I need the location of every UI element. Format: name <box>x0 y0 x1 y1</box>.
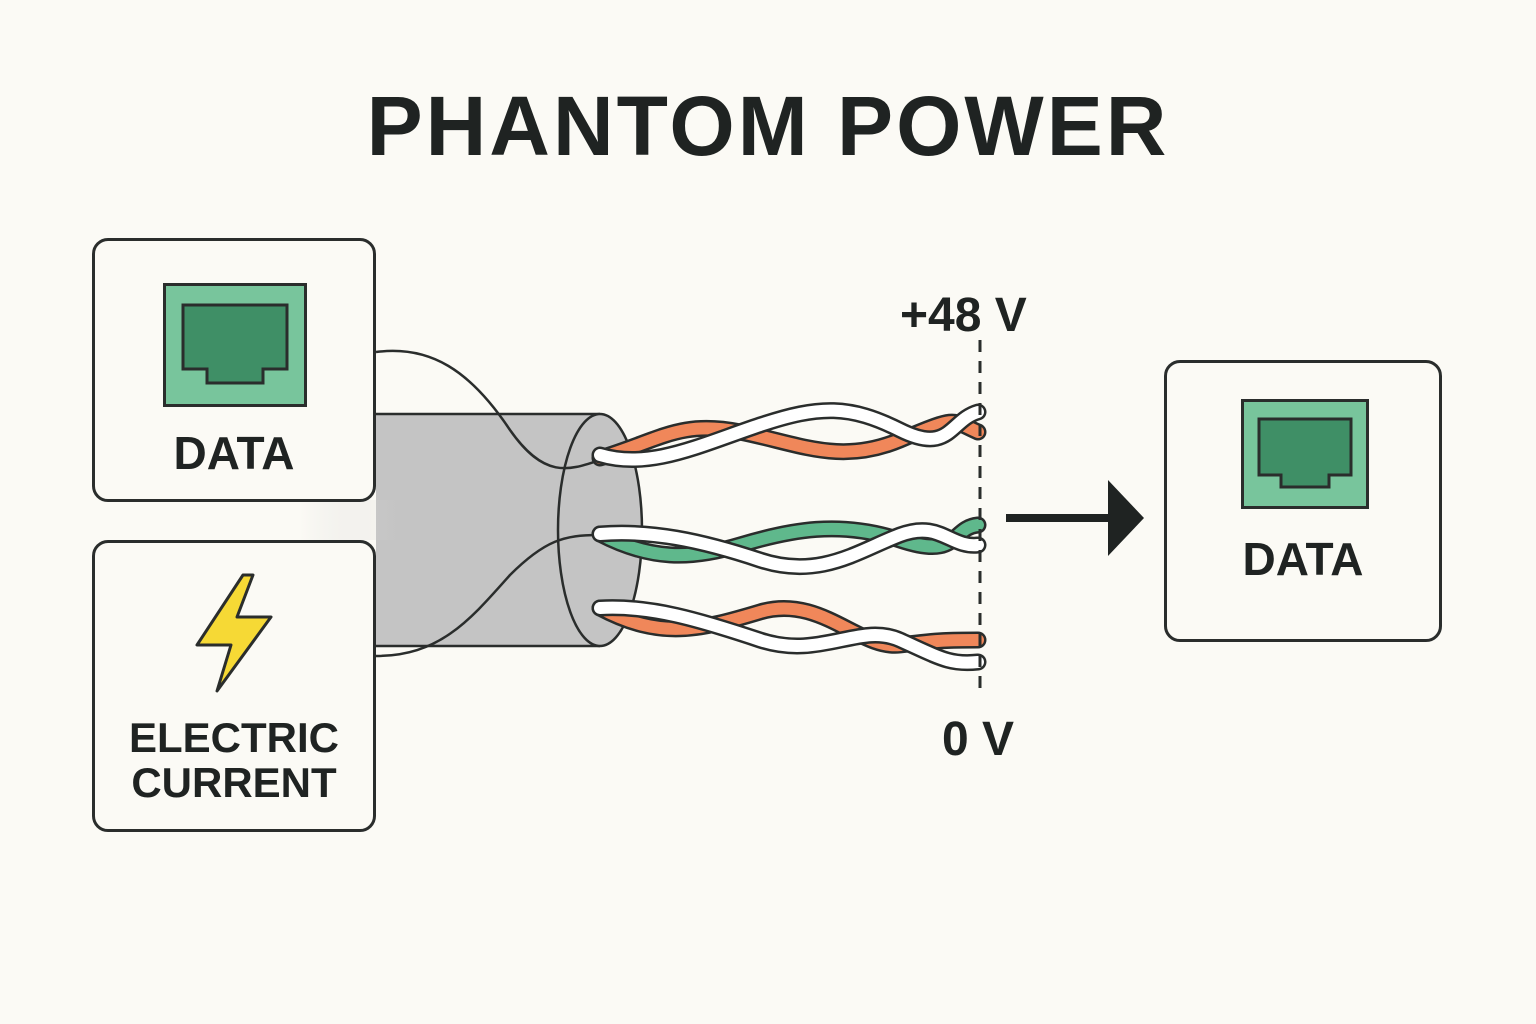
data-label: DATA <box>1242 533 1364 585</box>
lightning-bolt-icon <box>195 573 273 693</box>
page-title: PHANTOM POWER <box>366 79 1170 173</box>
twisted-pair-green <box>591 516 987 576</box>
twisted-pair-orange-1 <box>591 402 987 469</box>
electric-current-label-line1: ELECTRIC <box>129 714 339 761</box>
data-source-card: DATA <box>92 238 376 502</box>
cable-jacket <box>300 412 644 648</box>
electric-current-card: ELECTRIC CURRENT <box>92 540 376 832</box>
data-label: DATA <box>173 427 295 479</box>
data-destination-card: DATA <box>1164 360 1442 642</box>
current-feed-line <box>375 533 599 658</box>
electric-current-label: ELECTRIC CURRENT <box>95 715 373 806</box>
ethernet-port-icon <box>163 283 307 407</box>
electric-current-label-line2: CURRENT <box>131 759 337 807</box>
data-feed-line <box>375 349 601 470</box>
twisted-pair-orange-2 <box>591 599 987 672</box>
arrow-right-icon <box>1006 480 1144 556</box>
voltage-bottom-label: 0 V <box>942 713 1015 766</box>
ethernet-port-icon <box>1241 399 1369 509</box>
voltage-top-label: +48 V <box>900 289 1027 342</box>
